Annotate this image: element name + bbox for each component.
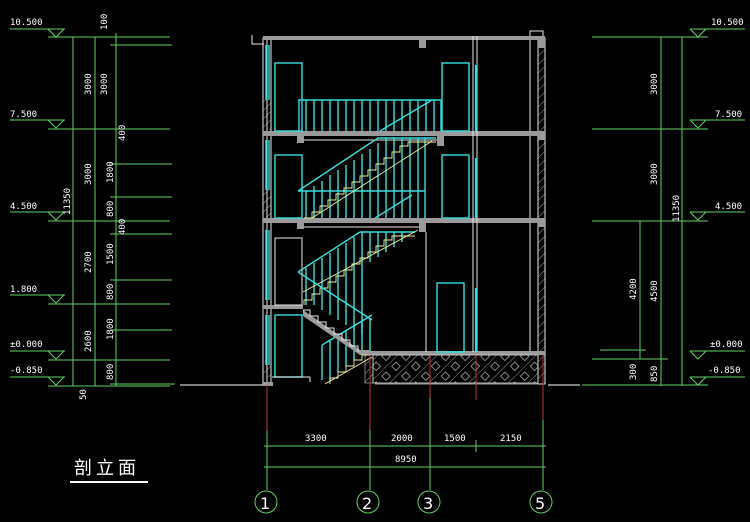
elevation-marker-0850-right: -0.850 [582,366,745,386]
door-2f-left [274,154,303,219]
dim-inner: 800 [106,201,116,217]
axis-bubble-2: 2 [356,490,380,514]
axis-bubble-3: 3 [417,490,441,514]
door-1f-right [436,282,465,353]
elevation-marker-4500-right: 4.500 [592,202,745,222]
axis-lines [266,355,544,490]
dim-segment: 2000 [391,434,413,444]
axis-label: 5 [535,494,545,513]
elevation-marker-0000-left: ±0.000 [10,340,170,361]
axis-label: 3 [423,494,433,513]
dim-inner: 400 [118,219,128,235]
elevation-label: ±0.000 [710,340,743,350]
dim-inner: 800 [106,364,116,380]
dim-middle-right: 3000 [650,73,660,95]
guardrail-3f [298,99,442,132]
dim-middle: 3000 [84,163,94,185]
dim-middle: 2700 [84,251,94,273]
dim-inner-right: 4200 [629,278,639,300]
elevation-label: 1.800 [10,285,37,295]
dim-inner: 400 [118,125,128,141]
door-2f-right [441,154,470,219]
elevation-marker-7500-left: 7.500 [10,110,170,130]
dim-middle-right: 3000 [650,163,660,185]
elevation-marker-0850-left: -0.850 [10,366,170,387]
dim-segment: 2150 [500,434,522,444]
elevation-marker-7500-right: 7.500 [592,110,745,130]
dim-total-right: 11350 [672,195,682,222]
dim-inner: 1500 [106,243,116,265]
elevation-marker-1800-left: 1.800 [10,285,170,305]
elevation-marker-10500-left: 10.500 [10,18,170,38]
dim-middle: 3000 [84,73,94,95]
elevation-label: -0.850 [708,366,741,376]
elevation-label: 10.500 [711,18,744,28]
dim-inner: 100 [100,14,110,30]
foundation-hatch [372,354,539,384]
bottom-dimensions: 3300 2000 1500 2150 8950 [264,434,546,468]
opening-1f-upper [274,237,303,306]
elevation-label: ±0.000 [10,340,43,350]
dim-inner: 1800 [106,318,116,340]
axis-label: 1 [260,494,270,513]
axis-bubble-1: 1 [254,490,278,514]
dim-total-left: 11350 [63,188,73,215]
elevation-marker-10500-right: 10.500 [592,18,745,38]
drawing-title: 剖立面 [70,458,148,483]
title-text: 剖立面 [74,458,140,479]
elevation-label: 7.500 [10,110,37,120]
left-dimension-group: 10.500 7.500 4.500 1.800 ±0.000 [10,14,175,400]
door-3f-right [441,62,470,132]
elevation-marker-0000-right: ±0.000 [592,340,745,360]
dim-total-bottom: 8950 [395,455,417,465]
dim-segment: 1500 [444,434,466,444]
stair-flight-1f-lower [297,271,373,385]
dim-segment: 3300 [305,434,327,444]
elevation-marker-4500-left: 4.500 [10,202,170,222]
elevation-label: -0.850 [10,366,43,376]
building-section [251,30,546,386]
stair-flight-2f [297,137,436,219]
dim-inner: 1800 [106,161,116,183]
elevation-label: 10.500 [10,18,43,28]
right-dimension-group: 10.500 7.500 4.500 ±0.000 -0.850 [582,18,745,386]
door-1f-left [274,314,303,378]
dim-bottom-left: 50 [79,389,89,400]
dim-inner: 3000 [100,73,110,95]
axis-bubble-5: 5 [529,490,553,514]
door-3f-left [274,62,303,132]
dim-middle-right: 4500 [650,280,660,302]
stair-flight-1f-upper [297,229,419,335]
elevation-label: 4.500 [10,202,37,212]
dim-inner: 800 [106,284,116,300]
dim-middle: 2600 [84,330,94,352]
elevation-label: 7.500 [715,110,742,120]
dim-inner-right: 300 [629,364,639,380]
elevation-label: 4.500 [715,202,742,212]
axis-label: 2 [362,494,372,513]
dim-middle-right: 850 [650,366,660,382]
